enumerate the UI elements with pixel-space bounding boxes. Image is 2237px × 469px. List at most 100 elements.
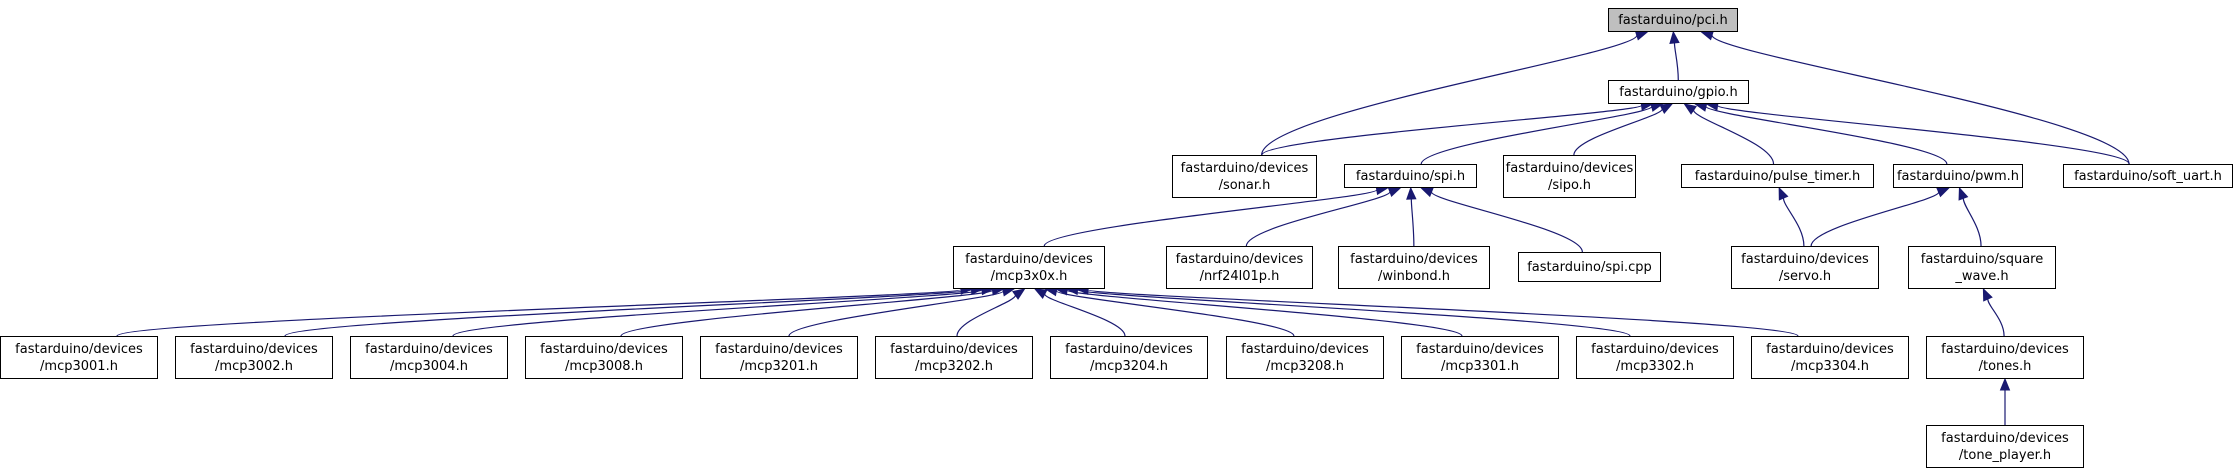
node-mcp3x0x[interactable]: fastarduino/devices/mcp3x0x.h: [953, 246, 1105, 289]
node-label-line: /winbond.h: [1378, 268, 1450, 284]
edge-mcp3008-to-mcp3x0x: [620, 289, 994, 337]
edge-mcp3004-to-mcp3x0x: [452, 289, 983, 337]
node-label-line: fastarduino/soft_uart.h: [2074, 168, 2222, 184]
edge-mcp3201-to-mcp3x0x: [788, 290, 1004, 337]
node-label-line: fastarduino/devices: [890, 341, 1018, 357]
node-square-wave[interactable]: fastarduino/square_wave.h: [1908, 246, 2056, 289]
node-mcp3208[interactable]: fastarduino/devices/mcp3208.h: [1226, 336, 1384, 379]
node-mcp3304[interactable]: fastarduino/devices/mcp3304.h: [1751, 336, 1909, 379]
node-label-line: fastarduino/devices: [1741, 251, 1869, 267]
node-label-line: /mcp3001.h: [40, 358, 118, 374]
node-label-line: /mcp3004.h: [390, 358, 468, 374]
edge-mcp3001-to-mcp3x0x: [116, 289, 962, 337]
node-label-line: fastarduino/devices: [1065, 341, 1193, 357]
node-mcp3201[interactable]: fastarduino/devices/mcp3201.h: [700, 336, 858, 379]
node-label-line: /mcp3304.h: [1791, 358, 1869, 374]
edge-sonar-to-pci: [1261, 34, 1638, 156]
node-mcp3302[interactable]: fastarduino/devices/mcp3302.h: [1576, 336, 1734, 379]
node-label-line: /sipo.h: [1547, 177, 1592, 193]
node-label-line: fastarduino/devices: [365, 341, 493, 357]
edge-tones-to-square_wave: [1987, 298, 2005, 337]
node-spi[interactable]: fastarduino/spi.h: [1344, 164, 1477, 188]
node-label-line: /sonar.h: [1218, 177, 1271, 193]
node-mcp3008[interactable]: fastarduino/devices/mcp3008.h: [525, 336, 683, 379]
node-sonar[interactable]: fastarduino/devices/sonar.h: [1172, 155, 1317, 198]
node-gpio[interactable]: fastarduino/gpio.h: [1608, 80, 1749, 104]
arrowhead: [1999, 377, 2011, 391]
arrowhead: [1778, 186, 1789, 201]
node-label-line: /mcp3302.h: [1616, 358, 1694, 374]
arrowhead: [1406, 186, 1417, 200]
edge-pwm-to-gpio: [1705, 105, 1948, 165]
node-label-line: fastarduino/pci.h: [1618, 12, 1728, 28]
edge-pulse_timer-to-gpio: [1692, 109, 1775, 165]
node-label-line: fastarduino/devices: [715, 341, 843, 357]
node-label-line: /mcp3204.h: [1090, 358, 1168, 374]
node-label-line: fastarduino/devices: [1941, 341, 2069, 357]
node-mcp3204[interactable]: fastarduino/devices/mcp3204.h: [1050, 336, 1208, 379]
edge-sipo-to-gpio: [1573, 108, 1663, 156]
edge-square_wave-to-pwm: [1962, 198, 1982, 247]
node-mcp3001[interactable]: fastarduino/devices/mcp3001.h: [0, 336, 158, 379]
node-mcp3301[interactable]: fastarduino/devices/mcp3301.h: [1401, 336, 1559, 379]
node-mcp3004[interactable]: fastarduino/devices/mcp3004.h: [350, 336, 508, 379]
node-label-line: fastarduino/devices: [540, 341, 668, 357]
node-label-line: /nrf24l01p.h: [1199, 268, 1280, 284]
node-nrf24l01p[interactable]: fastarduino/devices/nrf24l01p.h: [1166, 246, 1313, 289]
arrowhead: [1387, 187, 1402, 197]
node-label-line: /mcp3208.h: [1266, 358, 1344, 374]
node-label-line: /mcp3x0x.h: [990, 268, 1068, 284]
arrowhead: [1700, 30, 1715, 41]
node-pulse-timer[interactable]: fastarduino/pulse_timer.h: [1681, 164, 1874, 188]
node-label-line: fastarduino/devices: [1505, 160, 1634, 176]
edge-gpio-to-pci: [1673, 42, 1679, 81]
node-sipo[interactable]: fastarduino/devices/sipo.h: [1503, 155, 1636, 198]
edge-mcp3002-to-mcp3x0x: [284, 289, 973, 337]
edge-mcp3204-to-mcp3x0x: [1044, 293, 1126, 337]
node-label-line: /mcp3301.h: [1441, 358, 1519, 374]
arrowhead: [1659, 103, 1674, 114]
arrowhead: [1012, 288, 1026, 300]
node-label-line: fastarduino/devices: [1175, 251, 1304, 267]
node-label-line: fastarduino/pulse_timer.h: [1694, 168, 1861, 184]
node-spi-cpp[interactable]: fastarduino/spi.cpp: [1518, 252, 1661, 282]
node-label-line: fastarduino/devices: [1766, 341, 1894, 357]
node-mcp3002[interactable]: fastarduino/devices/mcp3002.h: [175, 336, 333, 379]
edge-mcp3302-to-mcp3x0x: [1076, 289, 1631, 337]
node-label-line: /mcp3202.h: [915, 358, 993, 374]
node-pci: fastarduino/pci.h: [1608, 8, 1738, 32]
arrowhead: [1634, 30, 1649, 41]
edge-mcp3208-to-mcp3x0x: [1055, 290, 1295, 337]
arrowhead: [1936, 187, 1951, 198]
node-label-line: fastarduino/spi.cpp: [1527, 259, 1652, 275]
node-winbond[interactable]: fastarduino/devices/winbond.h: [1338, 246, 1490, 289]
edge-mcp3x0x-to-spi: [1043, 189, 1378, 247]
node-label-line: fastarduino/devices: [15, 341, 143, 357]
arrowhead: [1683, 103, 1697, 115]
edge-soft_uart-to-gpio: [1716, 104, 2130, 165]
node-tones[interactable]: fastarduino/devices/tones.h: [1926, 336, 2084, 379]
node-label-line: fastarduino/devices: [1591, 341, 1719, 357]
node-label-line: /mcp3201.h: [740, 358, 818, 374]
node-soft-uart[interactable]: fastarduino/soft_uart.h: [2063, 164, 2233, 188]
node-label-line: fastarduino/devices: [1241, 341, 1369, 357]
edge-servo-to-pwm: [1810, 191, 1940, 247]
node-tone-player[interactable]: fastarduino/devices/tone_player.h: [1926, 425, 2084, 468]
node-label-line: fastarduino/devices: [190, 341, 318, 357]
node-label-line: /mcp3002.h: [215, 358, 293, 374]
node-label-line: fastarduino/devices: [965, 251, 1093, 267]
node-mcp3202[interactable]: fastarduino/devices/mcp3202.h: [875, 336, 1033, 379]
edge-winbond-to-spi: [1410, 198, 1415, 247]
node-label-line: _wave.h: [1955, 268, 2009, 284]
arrowhead: [1982, 287, 1993, 302]
node-label-line: /mcp3008.h: [565, 358, 643, 374]
node-label-line: /tone_player.h: [1958, 447, 2052, 463]
node-label-line: fastarduino/spi.h: [1355, 168, 1466, 184]
node-servo[interactable]: fastarduino/devices/servo.h: [1731, 246, 1879, 289]
edge-spi-to-gpio: [1420, 106, 1653, 165]
edge-soft_uart-to-pci: [1711, 34, 2130, 165]
node-pwm[interactable]: fastarduino/pwm.h: [1893, 164, 2023, 188]
arrowhead: [1958, 186, 1969, 201]
